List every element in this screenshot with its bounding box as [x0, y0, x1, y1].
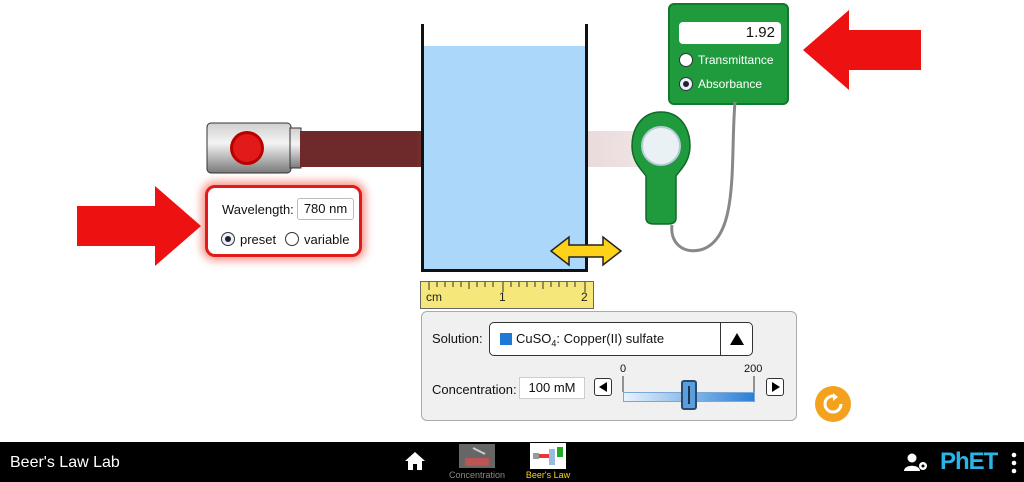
concentration-label: Concentration:	[432, 382, 517, 397]
light-source	[206, 122, 302, 174]
concentration-value: 100 mM	[519, 377, 585, 399]
tab-beers-law[interactable]: Beer's Law	[518, 442, 578, 482]
increase-concentration-button[interactable]	[766, 378, 784, 396]
absorbance-meter[interactable]: 1.92 Transmittance Absorbance	[668, 3, 789, 105]
transmittance-radio[interactable]	[679, 53, 693, 67]
ruler-ticks	[428, 282, 586, 292]
triangle-right-icon	[772, 382, 780, 392]
arrow-right-icon	[77, 186, 201, 266]
cuvette-width-drag-handle[interactable]	[549, 235, 623, 267]
tab-beers-law-label: Beer's Law	[525, 470, 571, 480]
variable-label: variable	[304, 232, 350, 247]
meter-value: 1.92	[679, 22, 781, 44]
absorbance-radio[interactable]	[679, 77, 693, 91]
transmittance-label: Transmittance	[698, 53, 774, 67]
more-options-icon[interactable]	[1011, 452, 1017, 474]
user-settings-icon[interactable]	[904, 452, 928, 472]
solution-liquid	[424, 46, 585, 269]
tab-concentration-label: Concentration	[448, 470, 506, 480]
navigation-bar: Beer's Law Lab Concentration Beer's Law …	[0, 442, 1024, 482]
home-icon[interactable]	[404, 451, 426, 471]
wavelength-label: Wavelength:	[222, 202, 294, 217]
solution-name: CuSO4: Copper(II) sulfate	[516, 331, 665, 349]
concentration-slider-thumb[interactable]	[681, 380, 697, 410]
probe-wire	[670, 101, 737, 253]
solution-select[interactable]: CuSO4: Copper(II) sulfate	[489, 322, 753, 356]
solution-color-swatch	[500, 333, 512, 345]
slider-ticks	[622, 376, 755, 392]
preset-label: preset	[240, 232, 277, 247]
solution-dropdown-button[interactable]	[720, 323, 752, 355]
arrow-left-icon	[803, 10, 921, 90]
triangle-left-icon	[599, 382, 607, 392]
decrease-concentration-button[interactable]	[594, 378, 612, 396]
slider-min-label: 0	[620, 363, 627, 375]
reset-all-button[interactable]	[815, 386, 851, 422]
ruler-tick-label: 1	[499, 290, 506, 304]
absorbance-label: Absorbance	[698, 77, 763, 91]
app-title: Beer's Law Lab	[10, 454, 120, 471]
beers-law-screen-icon	[530, 443, 566, 469]
detector-probe[interactable]	[630, 110, 692, 225]
cuvette	[421, 24, 588, 272]
ruler-tick-label: 2	[581, 290, 588, 304]
phet-logo[interactable]: PhET	[940, 448, 998, 475]
preset-radio[interactable]	[221, 232, 235, 246]
triangle-up-icon	[730, 333, 744, 345]
slider-max-label: 200	[744, 363, 763, 375]
ruler[interactable]: cm 1 2	[420, 281, 594, 309]
tab-concentration[interactable]: Concentration	[447, 442, 507, 482]
wavelength-value: 780 nm	[297, 198, 354, 220]
variable-radio[interactable]	[285, 232, 299, 246]
ruler-unit: cm	[426, 290, 442, 304]
wavelength-panel: Wavelength: 780 nm preset variable	[205, 185, 362, 257]
concentration-screen-icon	[459, 444, 495, 468]
solution-panel: Solution: CuSO4: Copper(II) sulfate Conc…	[421, 311, 797, 421]
solution-label: Solution:	[432, 331, 483, 346]
reset-icon	[823, 393, 843, 414]
